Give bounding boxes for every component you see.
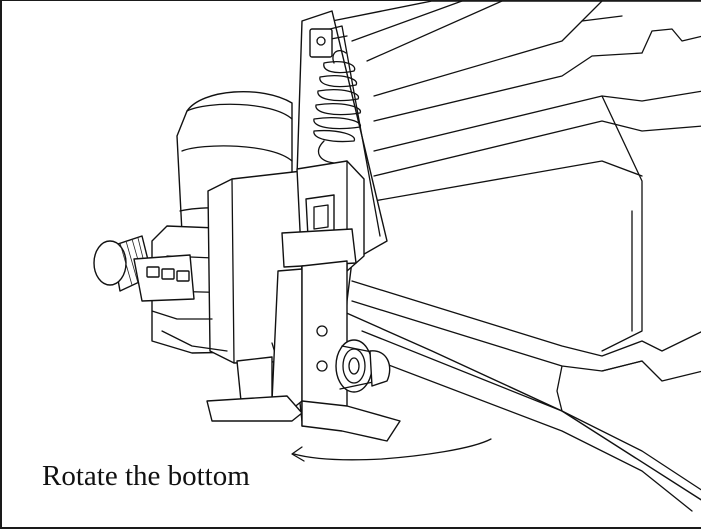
lower-bracket-arm (206, 260, 401, 442)
adjustment-knob (93, 235, 228, 352)
rotation-instruction-caption: Rotate the bottom (42, 460, 250, 492)
pulley-wheel (335, 339, 391, 393)
curved-arrow-left-icon (291, 438, 492, 462)
slider-carriage (281, 160, 365, 272)
tension-spring (313, 49, 361, 164)
rail-extrusion (331, 1, 701, 512)
